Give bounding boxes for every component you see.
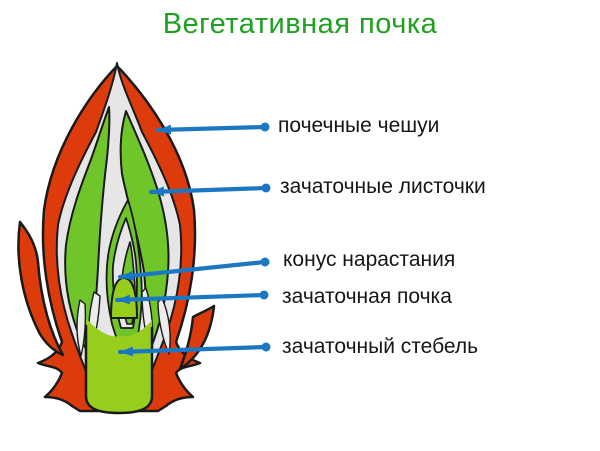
pointer-line [117, 344, 269, 357]
pointer-bud-scales [155, 122, 270, 135]
bud-illustration [17, 62, 216, 415]
pointer-arrows [114, 122, 271, 357]
pointer-dot [260, 122, 270, 132]
pointer-dot [261, 183, 271, 193]
pointer-dot [259, 290, 269, 300]
left-scale-spike [17, 220, 65, 357]
pointer-growth-cone [117, 257, 270, 281]
label-embryonic-bud: зачаточная почка [282, 285, 452, 308]
label-embryonic-stem: зачаточный стебель [282, 335, 479, 358]
pointer-embryonic-bud [114, 290, 269, 305]
pointer-line [117, 259, 268, 281]
pointer-dot [261, 342, 271, 352]
embryonic-stem-outline [84, 324, 154, 415]
label-embryonic-leaflets: зачаточные листочки [280, 175, 486, 198]
pointer-line [155, 124, 268, 135]
pointer-embryonic-stem [117, 342, 271, 357]
slide-title: Вегетативная почка [162, 8, 438, 40]
leaf-gap-sliver [76, 299, 87, 357]
label-bud-scales: почечные чешуи [278, 114, 440, 137]
label-growth-cone: конус нарастания [283, 248, 456, 271]
embryonic-stem-shape [86, 318, 152, 413]
pointer-line [114, 292, 267, 305]
pointer-embryonic-leaflets [148, 183, 271, 197]
pointer-line [148, 185, 269, 197]
pointer-dot [260, 257, 270, 267]
leaf-gap-sliver [157, 297, 171, 355]
